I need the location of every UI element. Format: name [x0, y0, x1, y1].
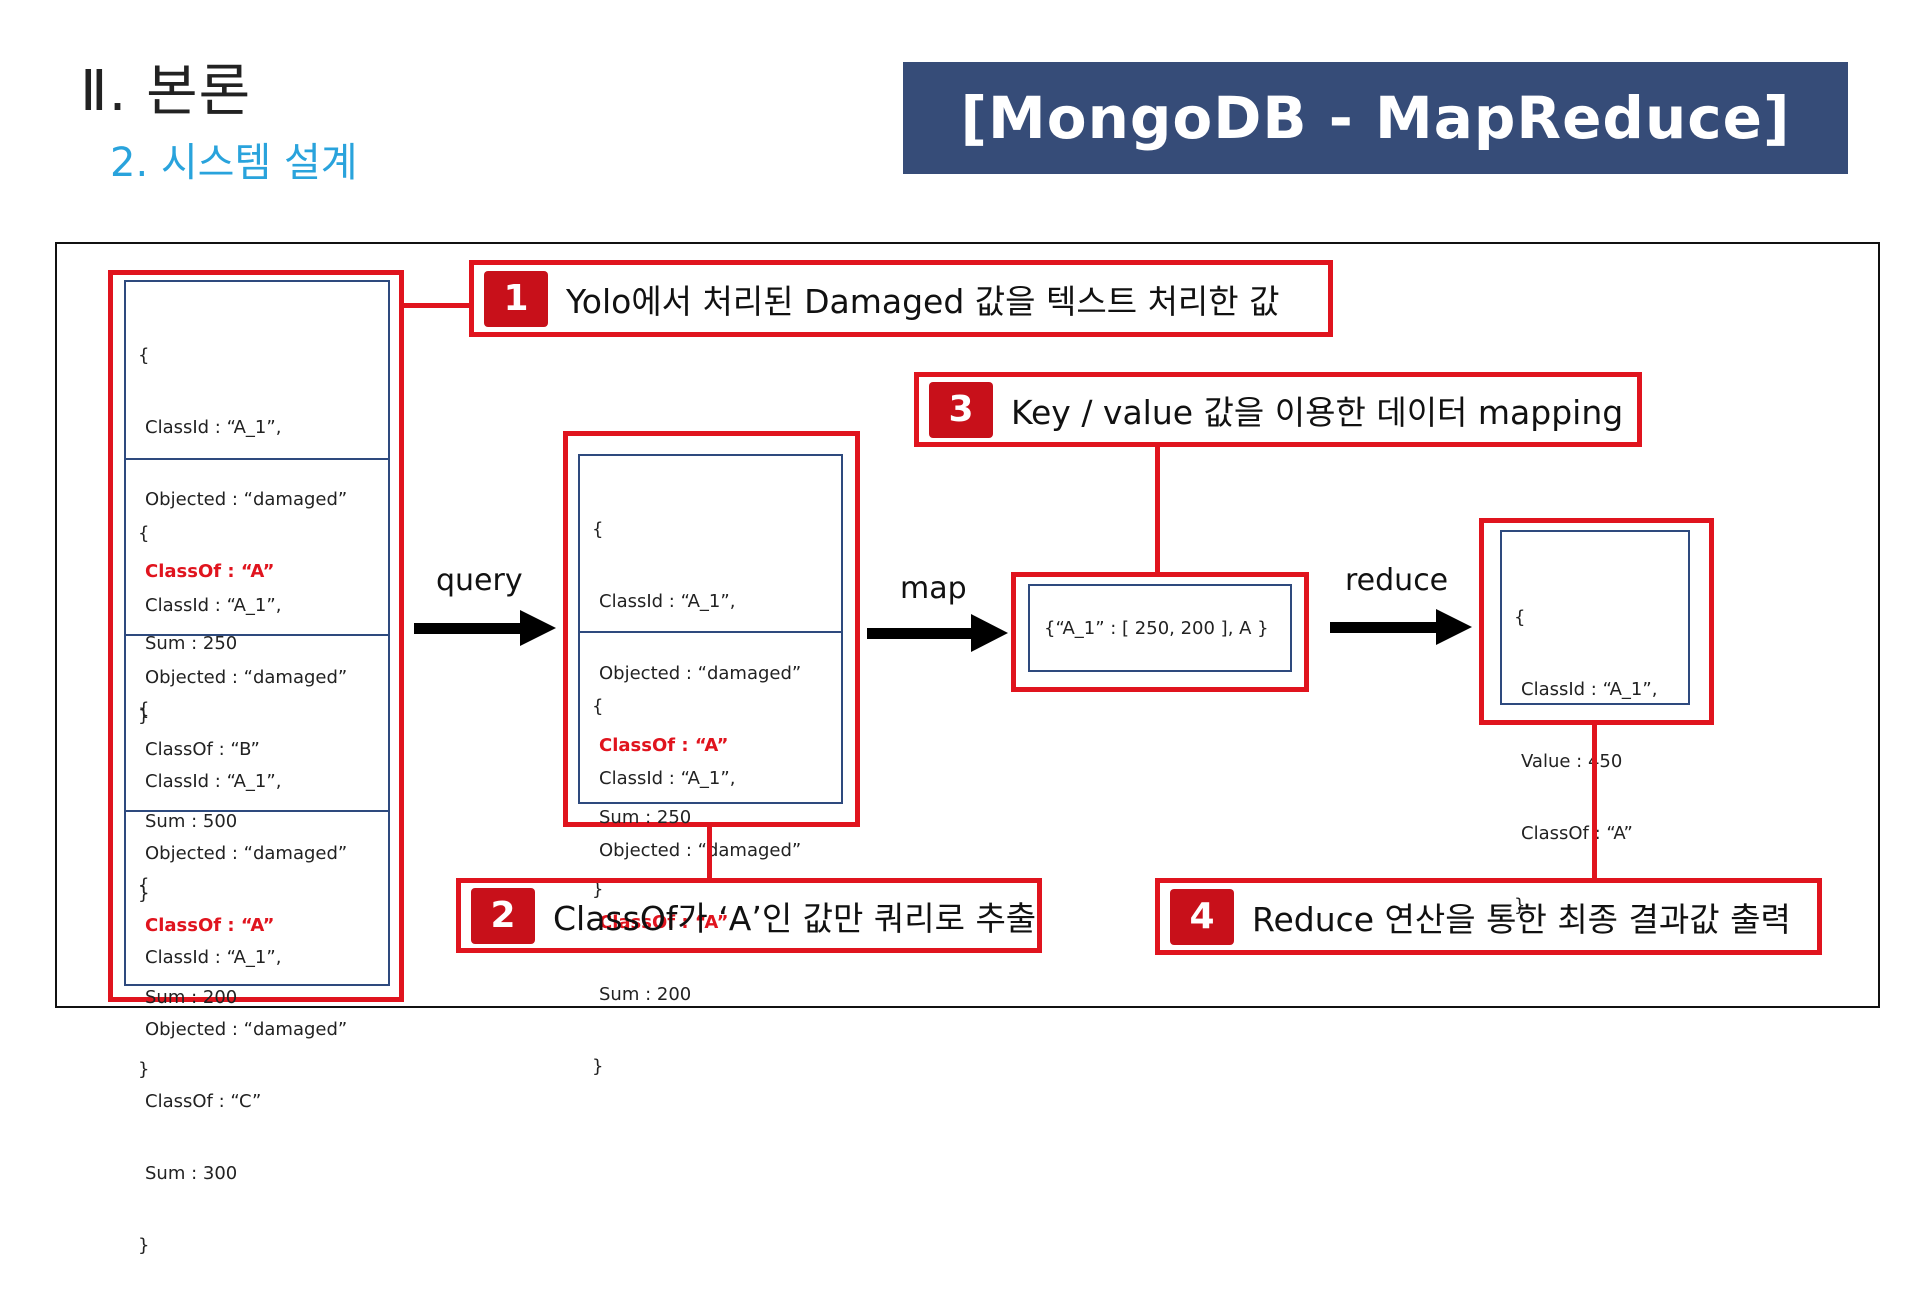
record-card: { ClassId : “A_1”, Objected : “damaged” …: [580, 456, 841, 900]
callout-text: ClassOf가 ‘A’인 값만 쿼리로 추출: [553, 898, 1037, 938]
record-class-of: ClassOf : “A”: [599, 912, 729, 933]
diagram-frame: [55, 242, 1880, 1008]
record-class-of: ClassOf : “A”: [599, 735, 729, 756]
record-sum: Sum : 300: [145, 1163, 238, 1184]
callout-3-connector: [1155, 444, 1160, 574]
record-close-brace: }: [138, 1059, 150, 1080]
callout-4-connector: [1592, 723, 1597, 880]
step-badge: 2: [471, 887, 535, 944]
step-badge: 4: [1170, 888, 1234, 945]
record-class-id: ClassId : “A_1”,: [145, 947, 282, 968]
record-class-id: ClassId : “A_1”,: [145, 595, 282, 616]
callout-4: 4 Reduce 연산을 통한 최종 결과값 출력: [1155, 878, 1822, 955]
reduce-record: { ClassId : “A_1”, Value : 450 ClassOf :…: [1502, 532, 1688, 966]
record-objected: Objected : “damaged”: [599, 663, 802, 684]
record-class-of: ClassOf : “A”: [145, 915, 275, 936]
record-open-brace: {: [138, 523, 150, 544]
record-card: { ClassId : “A_1”, Objected : “damaged” …: [580, 631, 841, 1077]
record-close-brace: }: [138, 1235, 150, 1256]
source-records-highlight: [108, 270, 404, 1002]
section-title: Ⅱ. 본론: [80, 59, 252, 124]
step-badge: 3: [929, 381, 993, 438]
callout-1-connector: [402, 303, 470, 308]
record-card: { ClassId : “A_1”, Objected : “damaged” …: [126, 634, 388, 1080]
callout-text: Reduce 연산을 통한 최종 결과값 출력: [1252, 899, 1791, 939]
record-class-of: ClassOf : “C”: [145, 1091, 262, 1112]
flow-arrows: [414, 609, 1472, 652]
step-badge: 1: [484, 270, 548, 327]
query-arrow: [414, 610, 556, 646]
record-objected: Objected : “damaged”: [145, 667, 348, 688]
record-objected: Objected : “damaged”: [145, 843, 348, 864]
callout-2-connector: [707, 825, 712, 880]
record-sum: Sum : 250: [145, 633, 238, 654]
record-objected: Objected : “damaged”: [145, 1019, 348, 1040]
callout-1: 1 Yolo에서 처리된 Damaged 값을 텍스트 처리한 값: [469, 260, 1333, 337]
record-class-of: ClassOf : “B”: [145, 739, 260, 760]
record-sum: Sum : 200: [599, 984, 692, 1005]
record-close-brace: }: [1514, 895, 1526, 916]
record-class-of: ClassOf : “A”: [1521, 823, 1633, 844]
section-subtitle: 2. 시스템 설계: [110, 140, 358, 186]
record-open-brace: {: [138, 345, 150, 366]
map-result-text: {“A_1” : [ 250, 200 ], A }: [1044, 617, 1269, 639]
reduce-arrow: [1330, 609, 1472, 645]
reduce-result-box: { ClassId : “A_1”, Value : 450 ClassOf :…: [1500, 530, 1690, 916]
record-sum: Sum : 200: [145, 987, 238, 1008]
callout-text: Key / value 값을 이용한 데이터 mapping: [1011, 392, 1624, 432]
record-open-brace: {: [138, 699, 150, 720]
query-results-box: { ClassId : “A_1”, Objected : “damaged” …: [578, 454, 843, 1077]
record-objected: Objected : “damaged”: [145, 489, 348, 510]
record-class-id: ClassId : “A_1”,: [599, 768, 736, 789]
record-sum: Sum : 500: [145, 811, 238, 832]
reduce-arrow-label: reduce: [1345, 563, 1449, 598]
callout-3: 3 Key / value 값을 이용한 데이터 mapping: [914, 372, 1642, 447]
callout-text: Yolo에서 처리된 Damaged 값을 텍스트 처리한 값: [566, 281, 1280, 321]
record-class-id: ClassId : “A_1”,: [1521, 679, 1658, 700]
title-banner: [MongoDB - MapReduce]: [903, 62, 1848, 174]
map-arrow: [867, 614, 1008, 652]
record-close-brace: }: [592, 879, 604, 900]
record-close-brace: }: [592, 1056, 604, 1077]
record-open-brace: {: [592, 696, 604, 717]
record-card: { ClassId : “A_1”, Objected : “damaged” …: [126, 282, 388, 726]
map-result-highlight: [1011, 572, 1309, 692]
record-open-brace: {: [592, 519, 604, 540]
record-class-id: ClassId : “A_1”,: [599, 591, 736, 612]
record-class-id: ClassId : “A_1”,: [145, 771, 282, 792]
callout-2: 2 ClassOf가 ‘A’인 값만 쿼리로 추출: [456, 878, 1042, 953]
record-close-brace: }: [138, 705, 150, 726]
map-arrow-label: map: [900, 571, 967, 606]
map-result-box: {“A_1” : [ 250, 200 ], A }: [1028, 584, 1292, 672]
record-class-of: ClassOf : “A”: [145, 561, 275, 582]
record-open-brace: {: [138, 875, 150, 896]
query-results-highlight: [563, 431, 860, 827]
record-objected: Objected : “damaged”: [599, 840, 802, 861]
record-card: { ClassId : “A_1”, Objected : “damaged” …: [126, 458, 388, 904]
reduce-result-highlight: [1479, 518, 1714, 725]
record-open-brace: {: [1514, 607, 1526, 628]
record-class-id: ClassId : “A_1”,: [145, 417, 282, 438]
query-arrow-label: query: [436, 563, 523, 598]
record-sum: Sum : 250: [599, 807, 692, 828]
record-close-brace: }: [138, 883, 150, 904]
